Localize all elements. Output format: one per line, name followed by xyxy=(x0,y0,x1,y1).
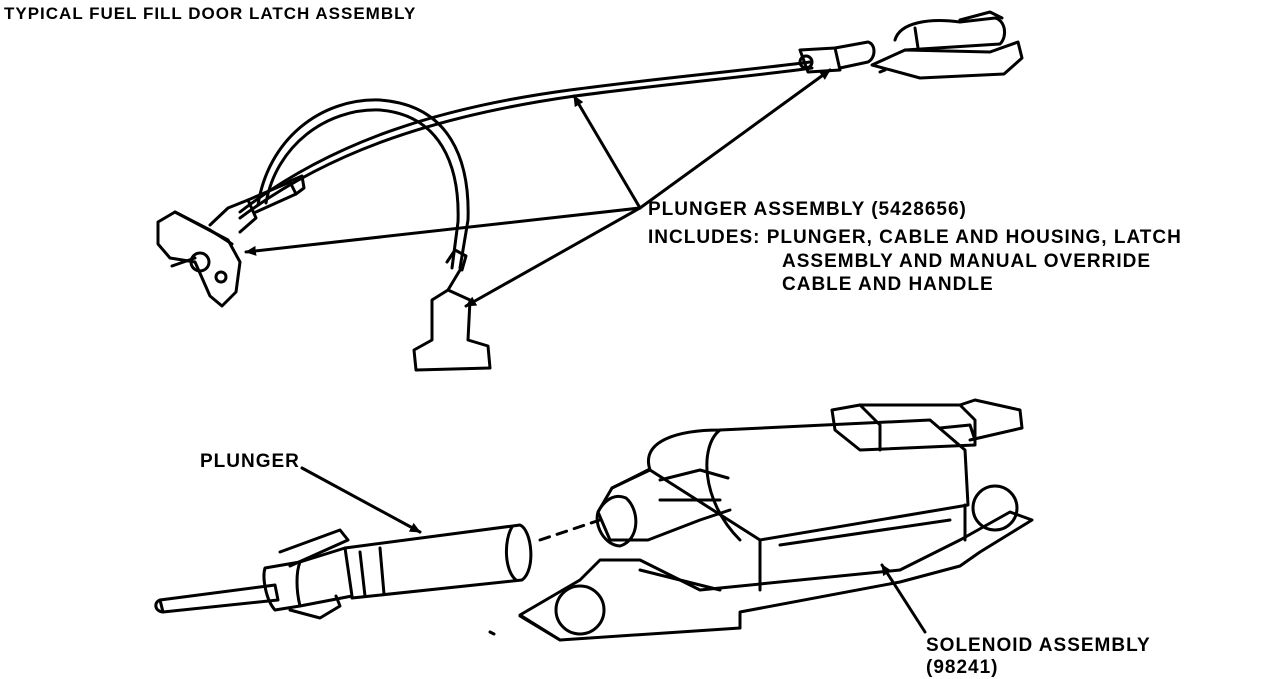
solenoid-part xyxy=(488,398,1034,642)
includes-line-3: CABLE AND HANDLE xyxy=(782,274,994,295)
cable-plunger-end xyxy=(798,40,876,74)
includes-line-1: INCLUDES: PLUNGER, CABLE AND HOUSING, LA… xyxy=(648,227,1182,248)
alignment-line xyxy=(538,518,602,542)
cable-assembly xyxy=(238,60,814,270)
diagram-title: TYPICAL FUEL FILL DOOR LATCH ASSEMBLY xyxy=(4,4,417,23)
plunger-assembly-label: PLUNGER ASSEMBLY (5428656) xyxy=(648,199,967,220)
includes-line-2: ASSEMBLY AND MANUAL OVERRIDE xyxy=(782,251,1151,272)
small-solenoid xyxy=(870,10,1024,80)
plunger-part xyxy=(154,523,533,620)
solenoid-leader xyxy=(880,563,927,634)
plunger-label: PLUNGER xyxy=(200,451,300,472)
plunger-leader xyxy=(300,466,422,534)
plunger-assembly-leaders xyxy=(244,68,832,308)
override-handle xyxy=(412,248,492,372)
solenoid-label-line-1: SOLENOID ASSEMBLY xyxy=(926,635,1151,656)
solenoid-label-line-2: (98241) xyxy=(926,657,999,678)
latch-assembly xyxy=(156,174,306,308)
